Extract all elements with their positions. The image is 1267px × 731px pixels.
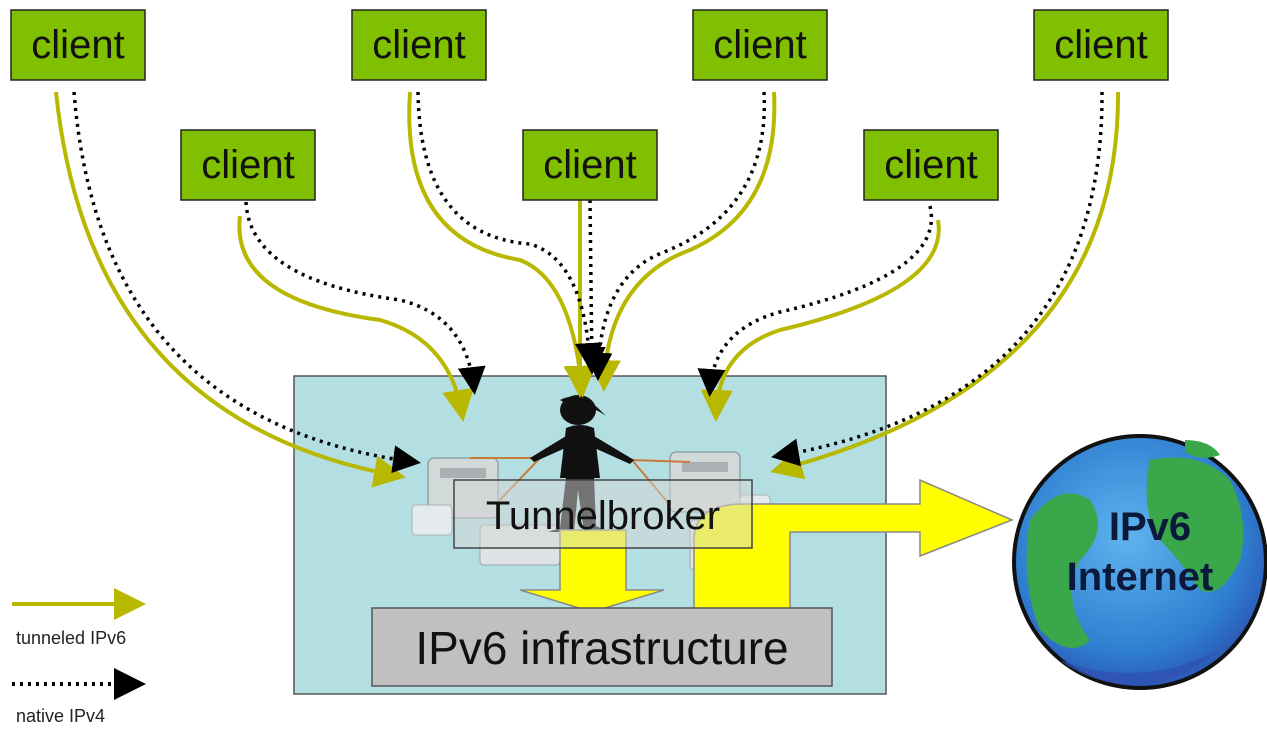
internet-globe-icon [1012, 434, 1267, 690]
client-box-c7: client [1033, 9, 1169, 81]
native-connections [72, 91, 1104, 474]
internet-label-line2: Internet [1067, 555, 1214, 599]
tunnel-c3 [407, 91, 596, 398]
tunnel-c7 [770, 91, 1121, 480]
infrastructure-label: IPv6 infrastructure [415, 622, 788, 674]
tunnelbroker-label: Tunnelbroker [486, 494, 720, 538]
legend: tunneled IPv6 native IPv4 [12, 588, 146, 726]
legend-native-label: native IPv4 [16, 706, 105, 726]
tunnelbroker-box [453, 479, 753, 549]
client-label: client [713, 23, 806, 67]
internet-label-line1: IPv6 [1109, 505, 1191, 549]
native-c2 [244, 201, 486, 395]
client-box-c1: client [10, 9, 146, 81]
native-c7 [771, 91, 1104, 467]
native-c4 [577, 199, 606, 375]
native-c6 [697, 205, 934, 397]
tunnel-c2 [237, 215, 474, 422]
client-label: client [884, 143, 977, 187]
client-label: client [372, 23, 465, 67]
client-box-c5: client [692, 9, 828, 81]
client-label: client [201, 143, 294, 187]
tunnel-c1 [54, 91, 406, 488]
tunnel-c5 [588, 91, 777, 392]
client-box-c3: client [351, 9, 487, 81]
infrastructure-box [371, 607, 833, 687]
client-box-c6: client [863, 129, 999, 201]
client-box-c4: client [522, 129, 658, 201]
client-label: client [543, 143, 636, 187]
client-box-c2: client [180, 129, 316, 201]
client-label: client [31, 23, 124, 67]
client-label: client [1054, 23, 1147, 67]
legend-tunneled-label: tunneled IPv6 [16, 628, 126, 648]
